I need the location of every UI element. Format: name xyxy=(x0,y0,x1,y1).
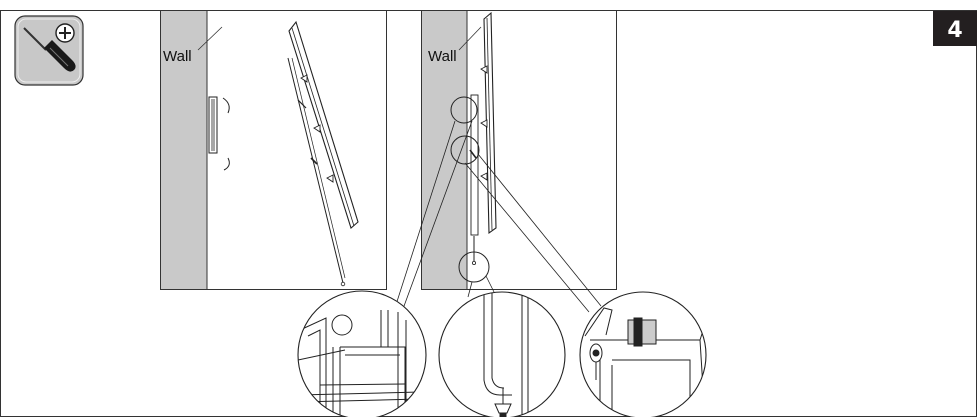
detail-safety-cord xyxy=(438,291,566,417)
wall-leader-line xyxy=(458,26,482,51)
callout-circle-bottom xyxy=(458,251,490,283)
wall-section xyxy=(422,11,467,289)
step-badge: 4 xyxy=(933,11,977,46)
rotate-arrow-top xyxy=(222,97,230,114)
detail-bracket-slot xyxy=(297,290,427,417)
wall-label: Wall xyxy=(428,48,457,65)
step-number: 4 xyxy=(947,18,962,43)
detail-locking-cam xyxy=(579,291,707,417)
wall-plate xyxy=(208,96,218,154)
screwdriver-phillips-icon xyxy=(14,15,84,86)
wall-label: Wall xyxy=(163,48,192,65)
callout-circle-top xyxy=(450,96,478,124)
callout-leaders xyxy=(392,120,602,318)
step-badge-box xyxy=(933,11,977,46)
panel-locked-position: Wall xyxy=(421,10,617,290)
panel-tilt-position: Wall xyxy=(160,10,387,290)
rotate-arrow-bottom xyxy=(223,157,230,171)
wall-leader-line xyxy=(197,26,223,51)
wall-section xyxy=(161,11,207,289)
tv-panel-mounted xyxy=(469,11,497,265)
callout-circle-middle xyxy=(450,135,480,165)
tv-panel-tilted xyxy=(287,20,359,287)
